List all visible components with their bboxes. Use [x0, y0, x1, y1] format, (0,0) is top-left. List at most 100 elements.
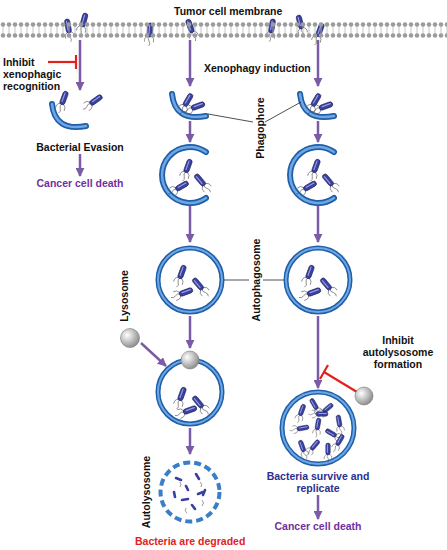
process-arrow	[189, 121, 192, 142]
process-arrow	[189, 206, 192, 242]
bacterium	[178, 158, 195, 183]
bacterium	[324, 443, 332, 463]
process-arrow	[317, 40, 320, 86]
fusing-vesicle	[158, 360, 222, 424]
dashed-shape	[158, 460, 222, 524]
bacterium	[294, 403, 308, 424]
process-arrow	[189, 428, 192, 454]
membrane-shape	[0, 22, 447, 38]
replication-vesicle	[282, 392, 354, 464]
bacterium	[300, 264, 317, 289]
bacterium	[308, 410, 328, 418]
autophagosome-circle	[158, 248, 222, 312]
fragment	[182, 499, 188, 500]
outcome-text: Cancer cell death	[25, 177, 135, 189]
leader-line	[263, 280, 286, 281]
bacterium	[318, 276, 340, 300]
structure-label: Phagophore	[253, 97, 265, 158]
fragment	[200, 482, 202, 487]
dashed-outline	[161, 463, 220, 522]
fragment	[186, 486, 188, 490]
bacterium	[80, 92, 104, 113]
phagophore-arc	[52, 104, 86, 127]
leader-line	[208, 114, 253, 122]
fragment	[176, 478, 181, 480]
process-arrows	[80, 40, 318, 454]
inhibitor-label: Inhibit autolysosome formation	[355, 334, 441, 370]
process-arrow	[317, 206, 320, 242]
process-arrow	[79, 40, 82, 90]
inhibitor-line	[48, 61, 76, 63]
fragment	[198, 492, 203, 494]
outcome-text: Bacteria survive and replicate	[256, 470, 380, 494]
inhibitor-symbols	[48, 55, 357, 392]
outcome-text: Cancer cell death	[263, 520, 373, 532]
bacterium	[192, 172, 214, 196]
autophagosome-circle	[158, 248, 222, 312]
lysosome-ball	[181, 351, 199, 369]
lysosome-ball	[355, 387, 373, 405]
cell-membrane: Tumor cell membrane	[0, 22, 447, 38]
autophagosome-circle	[286, 248, 350, 312]
phagophore-arc	[52, 104, 86, 127]
bacterium	[166, 178, 191, 198]
bacterium	[334, 414, 345, 435]
bacterium	[172, 264, 189, 289]
bacterium	[176, 92, 196, 117]
leader-line	[222, 280, 249, 281]
bacterium	[330, 433, 347, 454]
fragment	[185, 508, 187, 513]
membrane-outline	[0, 22, 447, 38]
bacterium	[320, 172, 342, 196]
bacteria	[54, 12, 346, 463]
autolysosome: Autolysosome	[158, 460, 222, 524]
bacterium	[289, 423, 310, 434]
fragment	[180, 482, 181, 487]
bacterium	[303, 438, 322, 458]
process-arrow	[189, 316, 192, 348]
bacterium	[181, 99, 206, 116]
bacterium	[297, 285, 322, 302]
flagella-fragments	[180, 482, 204, 513]
flow-arrow	[79, 154, 82, 176]
bacterium	[312, 417, 323, 438]
structure-label: Autophagosome	[250, 239, 262, 322]
process-arrow	[317, 316, 320, 388]
bacterium	[309, 99, 334, 116]
process-arrow	[317, 121, 320, 142]
bacterium	[172, 386, 189, 411]
lysosome-label: Lysosome	[118, 270, 130, 322]
bacterium	[315, 401, 335, 420]
bacterium	[296, 439, 310, 460]
outcome-text: Bacteria are degraded	[135, 535, 245, 547]
ball-shape	[120, 328, 140, 348]
fusing-vesicle	[158, 360, 222, 424]
fragment	[202, 500, 204, 506]
stage-text: Bacterial Evasion	[25, 141, 135, 153]
inhibitor-bar	[75, 55, 77, 69]
fragment	[196, 474, 199, 479]
inhibitor-label: Inhibit xenophagic recognition	[3, 56, 67, 92]
outcome-text: Bacteria survive and replicate	[256, 470, 380, 494]
inhibitor-bar	[320, 365, 328, 379]
inhibitor-line	[324, 372, 357, 392]
outcome-text: Cancer cell death	[25, 177, 135, 189]
flow-arrow	[317, 495, 320, 519]
fusion-arrow	[141, 343, 166, 366]
fragment	[192, 505, 195, 509]
bacterium	[304, 92, 324, 117]
membrane-title: Tumor cell membrane	[174, 5, 282, 17]
bacterium	[190, 276, 212, 300]
vesicles	[158, 248, 373, 464]
stage-text: Bacterial Evasion	[25, 141, 135, 153]
bacterium	[173, 403, 198, 420]
lysosome: Lysosome	[120, 328, 140, 348]
autolysosome-label: Autolysosome	[140, 456, 152, 528]
bacterium	[54, 90, 71, 115]
ball-outline	[121, 329, 140, 348]
bacterium	[190, 394, 212, 418]
fragment	[174, 492, 175, 497]
